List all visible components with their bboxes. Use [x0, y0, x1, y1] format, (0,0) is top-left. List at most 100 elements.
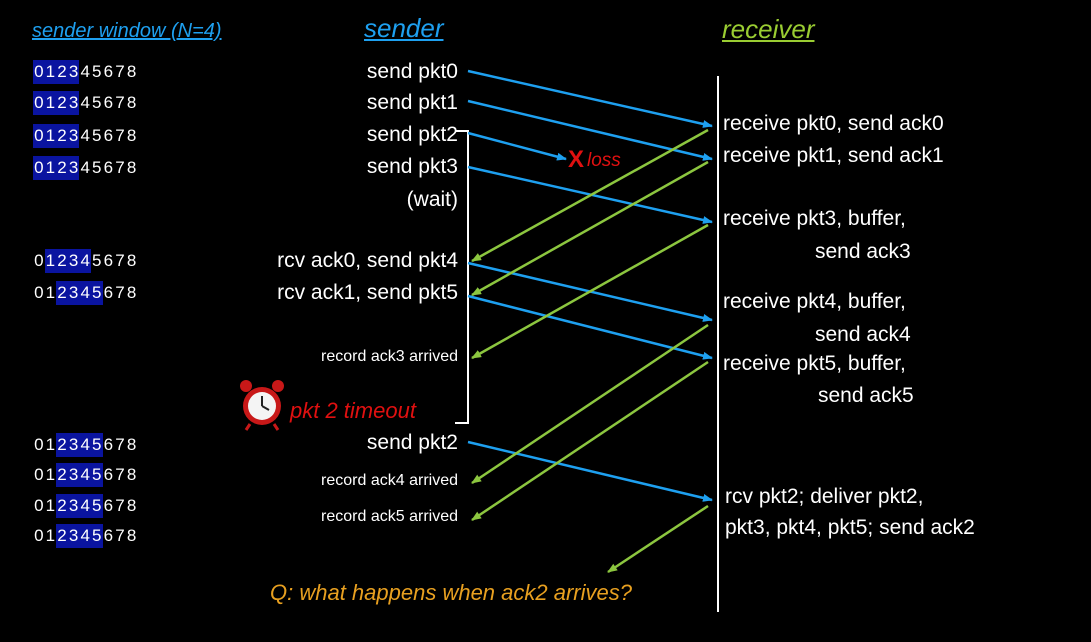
- sequence-number: 4: [80, 93, 90, 112]
- alarm-clock-icon: [240, 380, 284, 431]
- sequence-number: 6: [103, 126, 114, 145]
- sender-window-header: sender window (N=4): [32, 20, 222, 42]
- sequence-number: 3: [67, 124, 80, 148]
- sequence-number: 7: [115, 251, 125, 270]
- sequence-number: 4: [80, 126, 90, 145]
- sequence-number: 4: [79, 433, 91, 457]
- sequence-number: 2: [56, 249, 68, 273]
- sequence-number: 6: [103, 526, 114, 545]
- sequence-number: 8: [126, 251, 137, 270]
- sequence-number: 6: [103, 465, 114, 484]
- loss-label: loss: [587, 150, 621, 171]
- sequence-number: 4: [79, 463, 91, 487]
- sequence-number: 1: [44, 156, 57, 180]
- sequence-number: 5: [90, 494, 103, 518]
- sequence-number: 5: [90, 433, 103, 457]
- sender-event: record ack3 arrived: [321, 348, 458, 365]
- receiver-event: receive pkt4, buffer,: [723, 290, 906, 313]
- sequence-number: 2: [56, 60, 68, 84]
- sequence-number: 8: [126, 158, 137, 177]
- packet-arrow-pkt2-lost: [467, 131, 567, 161]
- sequence-number: 7: [115, 93, 125, 112]
- sequence-number: 6: [103, 435, 114, 454]
- receiver-event: receive pkt1, send ack1: [723, 144, 944, 167]
- sender-event: send pkt1: [366, 91, 458, 114]
- packet-arrow-pkt1: [467, 99, 713, 161]
- sender-event: send pkt2: [366, 431, 458, 454]
- sequence-number: 8: [126, 283, 137, 302]
- sequence-number: 8: [126, 93, 137, 112]
- ack-arrow-ack1: [471, 160, 709, 297]
- packet-arrow-pkt0: [467, 69, 713, 128]
- sender-event: send pkt2: [366, 123, 458, 146]
- sequence-number: 8: [126, 126, 137, 145]
- sequence-number: 7: [115, 465, 125, 484]
- sequence-number: 2: [56, 91, 68, 115]
- receiver-event: rcv pkt2; deliver pkt2,: [725, 485, 924, 508]
- sequence-number: 1: [45, 496, 56, 515]
- sequence-number: 3: [67, 249, 80, 273]
- sequence-number: 5: [92, 62, 102, 81]
- sequence-number: 7: [115, 126, 125, 145]
- sequence-number: 5: [92, 126, 102, 145]
- sequence-number: 7: [115, 435, 125, 454]
- sequence-number: 2: [56, 433, 68, 457]
- sequence-number: 0: [34, 283, 44, 302]
- ack-arrow-ack3: [471, 223, 709, 360]
- sequence-number: 7: [115, 526, 125, 545]
- sequence-number: 6: [103, 158, 114, 177]
- sequence-number: 7: [115, 496, 125, 515]
- sequence-number: 2: [56, 494, 68, 518]
- sequence-number: 8: [126, 526, 137, 545]
- sequence-number: 1: [44, 249, 57, 273]
- receiver-event: pkt3, pkt4, pkt5; send ack2: [725, 516, 975, 539]
- question-text: Q: what happens when ack2 arrives?: [270, 580, 632, 605]
- sequence-number: 8: [126, 465, 137, 484]
- sequence-number: 0: [34, 251, 44, 270]
- sender-header: sender: [364, 13, 444, 43]
- sequence-number: 5: [92, 251, 102, 270]
- receiver-event: send ack4: [815, 323, 911, 346]
- sequence-number: 2: [56, 156, 68, 180]
- sequence-number: 2: [56, 124, 68, 148]
- sequence-number: 8: [126, 496, 137, 515]
- receiver-event: receive pkt0, send ack0: [723, 112, 944, 135]
- sequence-number: 4: [79, 249, 91, 273]
- sequence-number: 0: [33, 124, 45, 148]
- sender-event: rcv ack1, send pkt5: [277, 281, 458, 304]
- sequence-number: 4: [80, 158, 90, 177]
- ack-arrow-ack0: [471, 128, 709, 263]
- sequence-number: 1: [45, 526, 56, 545]
- sequence-number: 3: [67, 60, 80, 84]
- sequence-number: 3: [67, 463, 80, 487]
- sender-event: record ack4 arrived: [321, 472, 458, 489]
- packet-arrow-pkt5: [467, 294, 713, 360]
- sequence-number: 0: [34, 526, 44, 545]
- sequence-number: 6: [103, 283, 114, 302]
- sequence-number: 0: [33, 91, 45, 115]
- ack-arrow-ack5: [471, 360, 709, 522]
- sender-event: (wait): [406, 188, 458, 211]
- sequence-number: 6: [103, 496, 114, 515]
- sequence-number: 3: [67, 433, 80, 457]
- sequence-number: 5: [90, 524, 103, 548]
- sequence-number: 4: [79, 281, 91, 305]
- ack-arrow-ack2: [607, 504, 709, 574]
- sequence-number: 8: [126, 435, 137, 454]
- sender-event: record ack5 arrived: [321, 508, 458, 525]
- receiver-event: send ack5: [818, 384, 914, 407]
- sequence-number: 2: [56, 524, 68, 548]
- timer-bracket: [455, 130, 469, 424]
- loss-mark: X: [568, 146, 585, 173]
- sender-event: send pkt0: [366, 60, 458, 83]
- sender-event: rcv ack0, send pkt4: [277, 249, 458, 272]
- ack-arrow-ack4: [471, 323, 709, 485]
- sequence-number: 5: [92, 93, 102, 112]
- sequence-number: 1: [45, 435, 56, 454]
- sequence-number: 5: [90, 281, 103, 305]
